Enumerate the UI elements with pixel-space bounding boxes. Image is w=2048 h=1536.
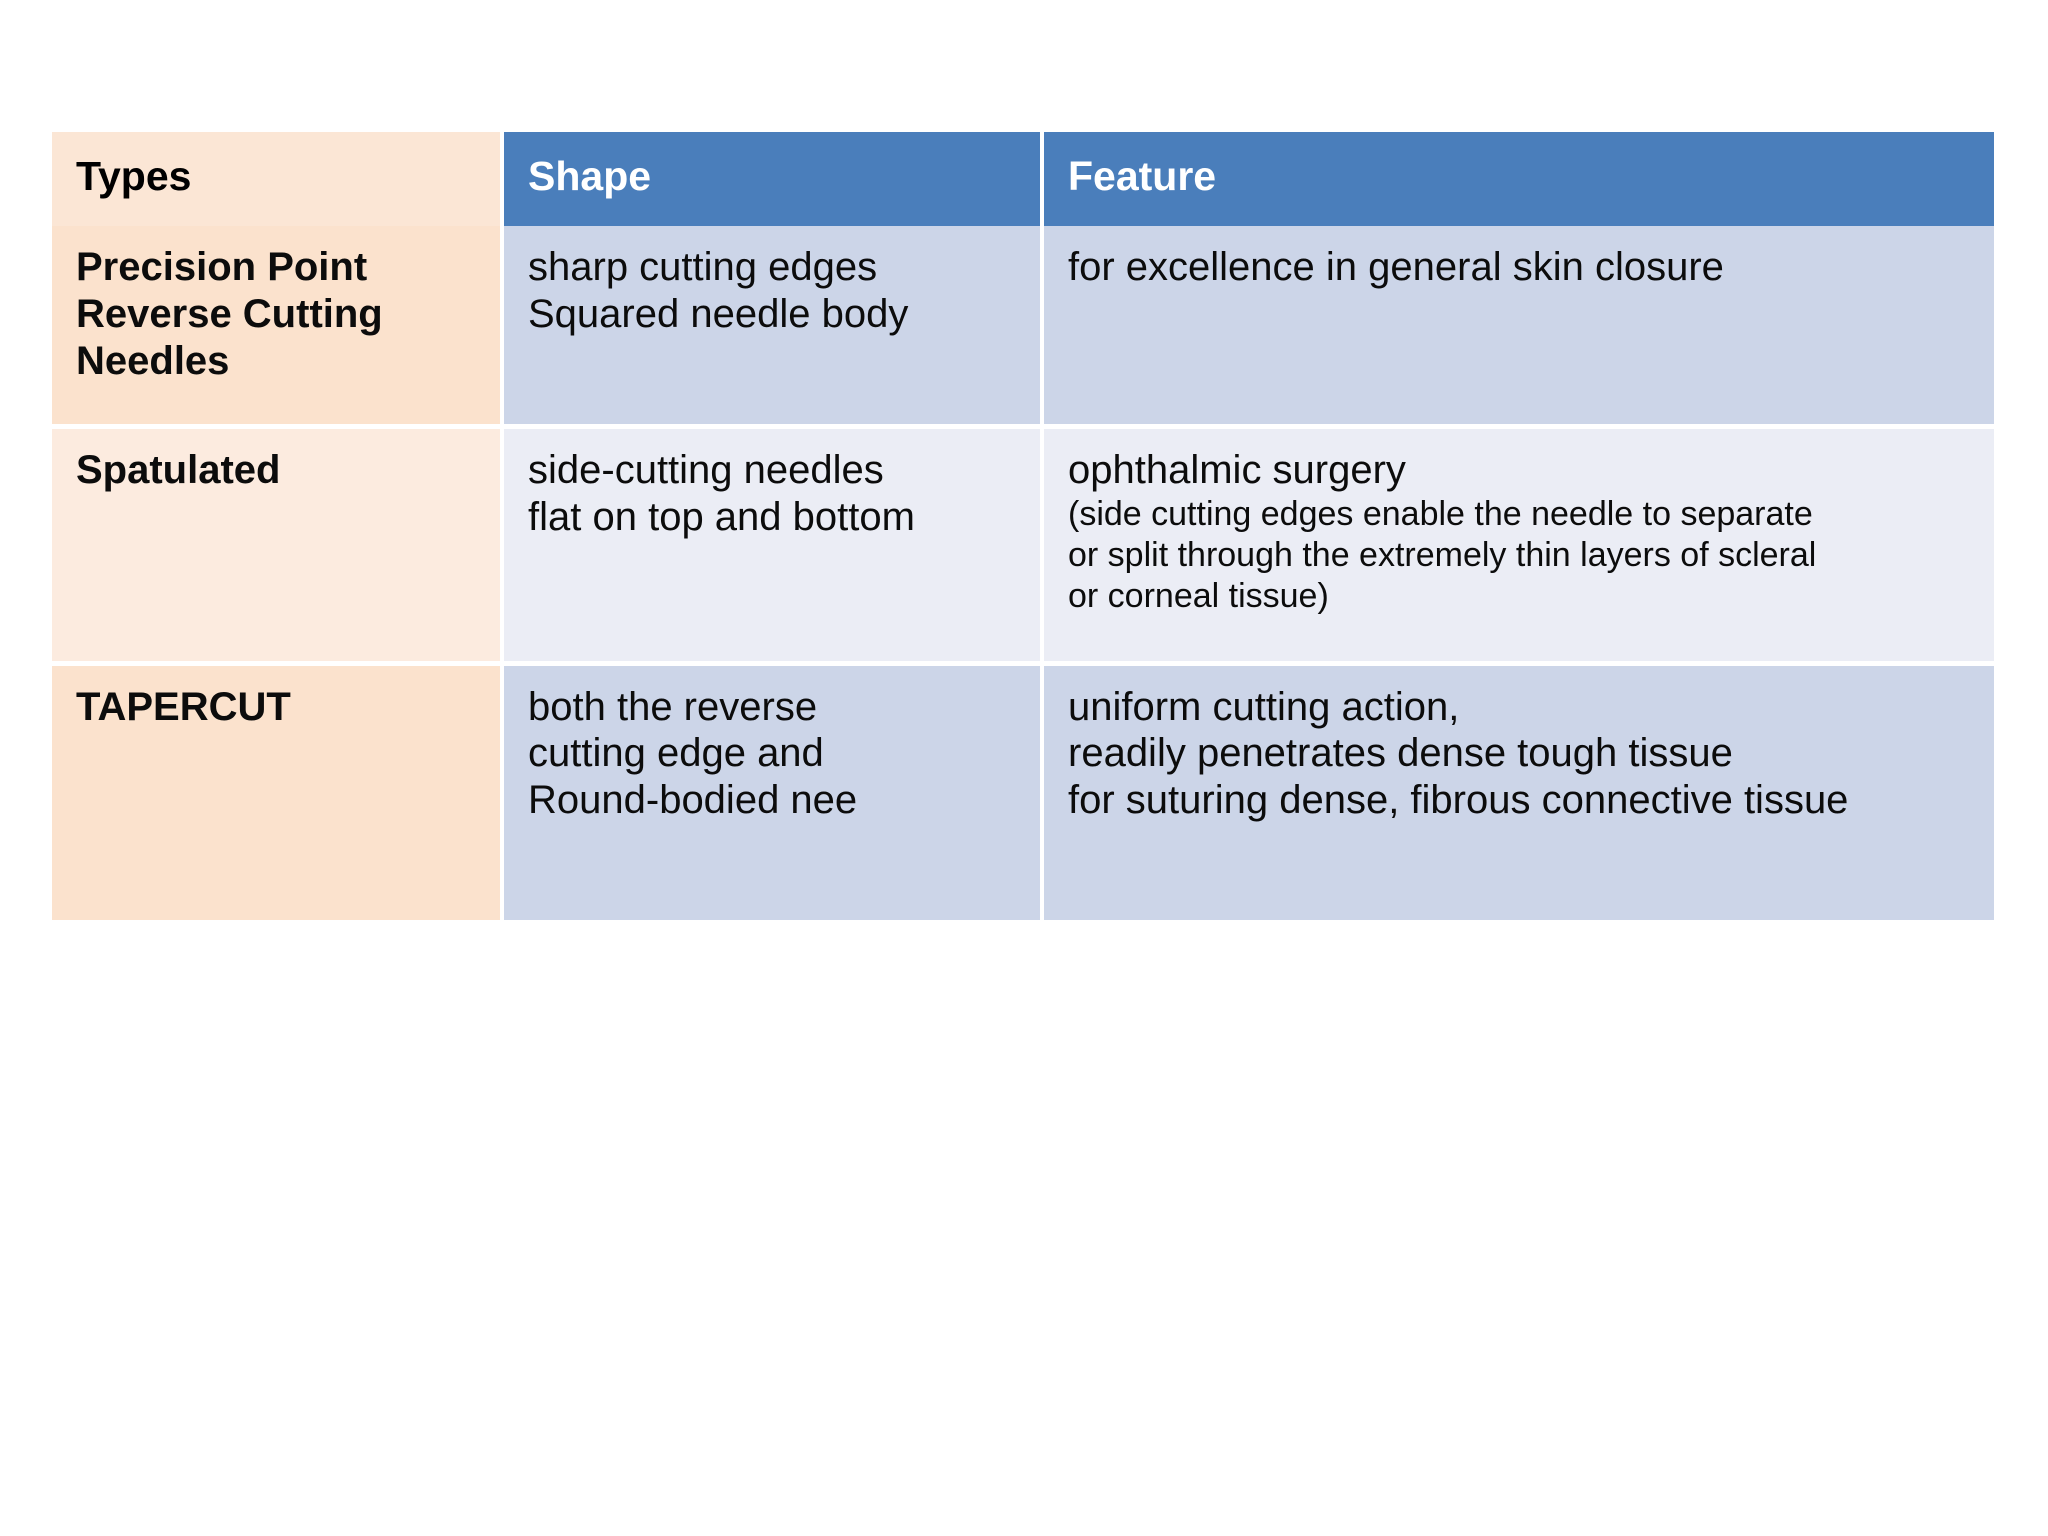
cell-line: sharp cutting edges: [528, 245, 878, 289]
cell-feature: uniform cutting action, readily penetrat…: [1044, 660, 1994, 920]
cell-types: Spatulated: [52, 424, 504, 661]
cell-line: cutting edge and: [528, 731, 824, 776]
column-header-shape: Shape: [504, 132, 1044, 226]
cell-feature: for excellence in general skin closure: [1044, 226, 1994, 425]
cell-line: readily penetrates dense tough tissue: [1068, 731, 1733, 776]
table-row: Precision Point Reverse Cutting Needles …: [52, 226, 1994, 425]
cell-feature: ophthalmic surgery (side cutting edges e…: [1044, 424, 1994, 661]
cell-shape: both the reverse cutting edge and Round-…: [504, 660, 1044, 920]
needle-types-table-wrapper: Types Shape Feature Precision Point Reve…: [52, 132, 1994, 920]
cell-line: uniform cutting action,: [1068, 684, 1460, 729]
cell-line: ophthalmic surgery: [1068, 448, 1406, 493]
table-body: Precision Point Reverse Cutting Needles …: [52, 226, 1994, 920]
cell-line: TAPERCUT: [76, 684, 291, 729]
cell-line: side-cutting needles: [528, 448, 884, 493]
cell-line-detail: or split through the extremely thin laye…: [1068, 535, 1817, 574]
cell-line: both the reverse: [528, 684, 818, 729]
cell-line: Reverse Cutting: [76, 291, 383, 336]
cell-types: Precision Point Reverse Cutting Needles: [52, 226, 504, 425]
column-header-types: Types: [52, 132, 504, 226]
cell-line: Needles: [76, 338, 230, 383]
cell-shape: side-cutting needles flat on top and bot…: [504, 424, 1044, 661]
cell-line: for excellence in general skin closure: [1068, 245, 1724, 289]
cell-line: flat on top and bottom: [528, 495, 915, 540]
needle-types-table: Types Shape Feature Precision Point Reve…: [52, 132, 1994, 920]
cell-line: Round-bodied nee: [528, 778, 858, 823]
header-row: Types Shape Feature: [52, 132, 1994, 226]
cell-line-detail: (side cutting edges enable the needle to…: [1068, 495, 1813, 534]
table-row: Spatulated side-cutting needles flat on …: [52, 424, 1994, 661]
cell-shape: sharp cutting edges Squared needle body: [504, 226, 1044, 425]
cell-line: Spatulated: [76, 448, 281, 493]
cell-line: Squared needle body: [528, 291, 909, 336]
cell-line: Precision Point: [76, 245, 368, 289]
cell-types: TAPERCUT: [52, 660, 504, 920]
table-row: TAPERCUT both the reverse cutting edge a…: [52, 660, 1994, 920]
column-header-feature: Feature: [1044, 132, 1994, 226]
cell-line-detail: or corneal tissue): [1068, 576, 1329, 615]
table-header: Types Shape Feature: [52, 132, 1994, 226]
cell-line: for suturing dense, fibrous connective t…: [1068, 778, 1849, 823]
